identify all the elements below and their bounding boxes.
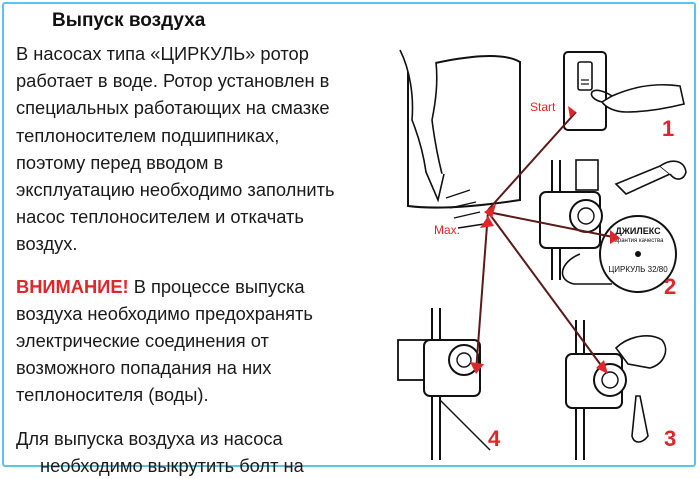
max-label: Max.: [434, 223, 460, 237]
arrowhead: [596, 360, 608, 374]
paragraph-intro: В насосах типа «ЦИРКУЛЬ» ротор работает …: [16, 40, 378, 258]
step-number: 4: [488, 426, 501, 451]
arrowhead: [484, 204, 496, 218]
arrow-heads: [470, 106, 620, 374]
switch-icon: [577, 61, 593, 91]
text-line: специальных работающих на смазке: [16, 97, 330, 119]
paragraph-warning: ВНИМАНИЕ! В процессе выпуска воздуха нео…: [16, 273, 378, 409]
disc-model: ЦИРКУЛЬ 32/80: [608, 265, 668, 274]
arrow-line: [487, 211, 619, 239]
panel-pump-disc: ДЖИЛЕКС гарантия качества ЦИРКУЛЬ 32/80 …: [539, 159, 687, 299]
text-line: электрические соединения от: [16, 330, 269, 352]
text-line: теплоносителем подшипниках,: [16, 124, 280, 146]
hand-screwdriver-icon: [614, 335, 667, 369]
text-line: необходимо выкрутить болт на: [40, 454, 304, 476]
step-number: 1: [662, 116, 674, 141]
start-label: Start: [530, 100, 556, 114]
screwdriver-icon: [614, 165, 672, 195]
disc-brand: ДЖИЛЕКС: [615, 226, 661, 236]
arrow-line: [487, 111, 577, 211]
panel-max-dial: Max.: [399, 49, 521, 237]
text-line: насос теплоносителем и откачать: [16, 206, 304, 228]
warning-label: ВНИМАНИЕ!: [16, 275, 129, 297]
hand-pressing-icon: [600, 83, 685, 113]
water-drip-icon: [631, 395, 649, 443]
text-line: поэтому перед вводом в: [16, 151, 224, 173]
arrowhead: [480, 216, 494, 228]
connector-arrows: [475, 111, 619, 373]
text-line: возможного попадания на них: [16, 357, 272, 379]
arrowhead: [610, 230, 620, 244]
step-number: 3: [664, 426, 676, 451]
disc-tagline: гарантия качества: [612, 238, 664, 244]
pump-control-box: [563, 51, 607, 131]
step-number: 2: [664, 274, 676, 299]
section-heading: Выпуск воздуха: [52, 10, 206, 31]
text-line: В процессе выпуска: [128, 275, 305, 297]
text-line: эксплуатацию необходимо заполнить: [16, 179, 335, 201]
panel-pump-filled: 4: [397, 308, 501, 460]
text-line: теплоносителя (воды).: [16, 384, 209, 406]
panel-pump-draining: 3: [565, 320, 676, 460]
arrow-line: [487, 211, 607, 373]
text-line: работает в воде. Ротор установлен в: [16, 70, 330, 92]
text-line: Для выпуска воздуха из насоса: [16, 427, 283, 449]
pump-illustration: Start 1 Max. ДЖИЛЕКС гарантия качества Ц…: [397, 49, 687, 460]
text-line: воздуха необходимо предохранять: [16, 302, 313, 324]
arrowhead: [470, 362, 484, 374]
panel-start-switch: Start 1: [530, 51, 685, 141]
text-column: В насосах типа «ЦИРКУЛЬ» ротор работает …: [16, 40, 378, 479]
arrowhead: [568, 106, 576, 118]
text-line: В насосах типа «ЦИРКУЛЬ» ротор: [16, 43, 309, 64]
text-line: воздух.: [16, 233, 78, 255]
blue-frame: [2, 2, 696, 467]
arrow-line: [475, 211, 489, 373]
